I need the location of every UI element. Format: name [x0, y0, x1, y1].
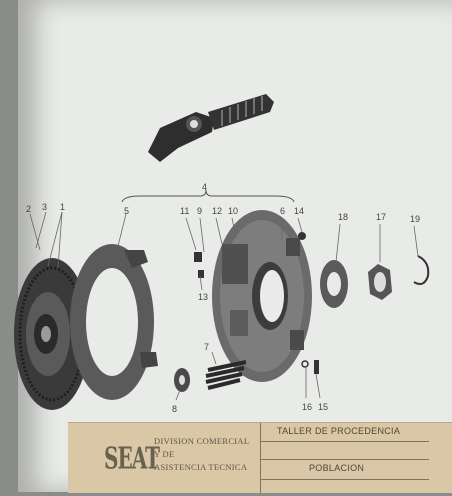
taller-label: TALLER DE PROCEDENCIA [277, 426, 401, 436]
group-bracket [121, 189, 295, 203]
callout-label: 6 [280, 206, 286, 216]
callout-label: 1 [60, 202, 66, 212]
callout-label: 12 [212, 206, 223, 216]
pressure-plate-part [70, 244, 158, 400]
callout-label: 2 [26, 204, 32, 214]
seat-logo: SEAT [104, 440, 160, 476]
callout-label: 11 [180, 206, 190, 216]
field-line [261, 459, 429, 460]
division-line: ASISTENCIA TECNICA [154, 462, 248, 472]
callout-label: 9 [197, 206, 203, 216]
field-line [261, 479, 429, 480]
callout-label: 8 [172, 404, 178, 414]
callout-label: 17 [376, 212, 387, 222]
division-text: DIVISION COMERCIAL Y DE ASISTENCIA TECNI… [154, 435, 254, 474]
callout-label: 10 [228, 206, 239, 216]
callout-label: 19 [410, 214, 421, 224]
leader-lines [29, 211, 419, 401]
division-line: Y DE [154, 449, 175, 459]
field-line [261, 441, 429, 442]
callout-label: 15 [318, 402, 329, 412]
clutch-disc-part [14, 258, 90, 410]
callout-label: 13 [198, 292, 209, 302]
clip-part [413, 255, 430, 285]
screw-part [314, 360, 319, 374]
callout-label: 7 [204, 342, 210, 352]
nut-part [368, 264, 392, 300]
form-box: TALLER DE PROCEDENCIA POBLACION [260, 423, 429, 493]
callout-label: 16 [302, 402, 313, 412]
callout-label: 4 [202, 182, 208, 192]
seat-stamp: SEAT DIVISION COMERCIAL Y DE ASISTENCIA … [68, 422, 452, 493]
callout-label: 14 [294, 206, 305, 216]
callout-label: 5 [124, 206, 130, 216]
division-line: DIVISION COMERCIAL [154, 436, 250, 446]
callout-label: 3 [42, 202, 48, 212]
poblacion-label: POBLACION [309, 463, 365, 473]
callout-label: 18 [338, 212, 349, 222]
release-fork-part [148, 94, 274, 162]
clutch-cover-part [212, 210, 312, 382]
release-bearing-part [320, 260, 348, 308]
spring-part [205, 360, 247, 390]
pin-part [194, 252, 202, 262]
